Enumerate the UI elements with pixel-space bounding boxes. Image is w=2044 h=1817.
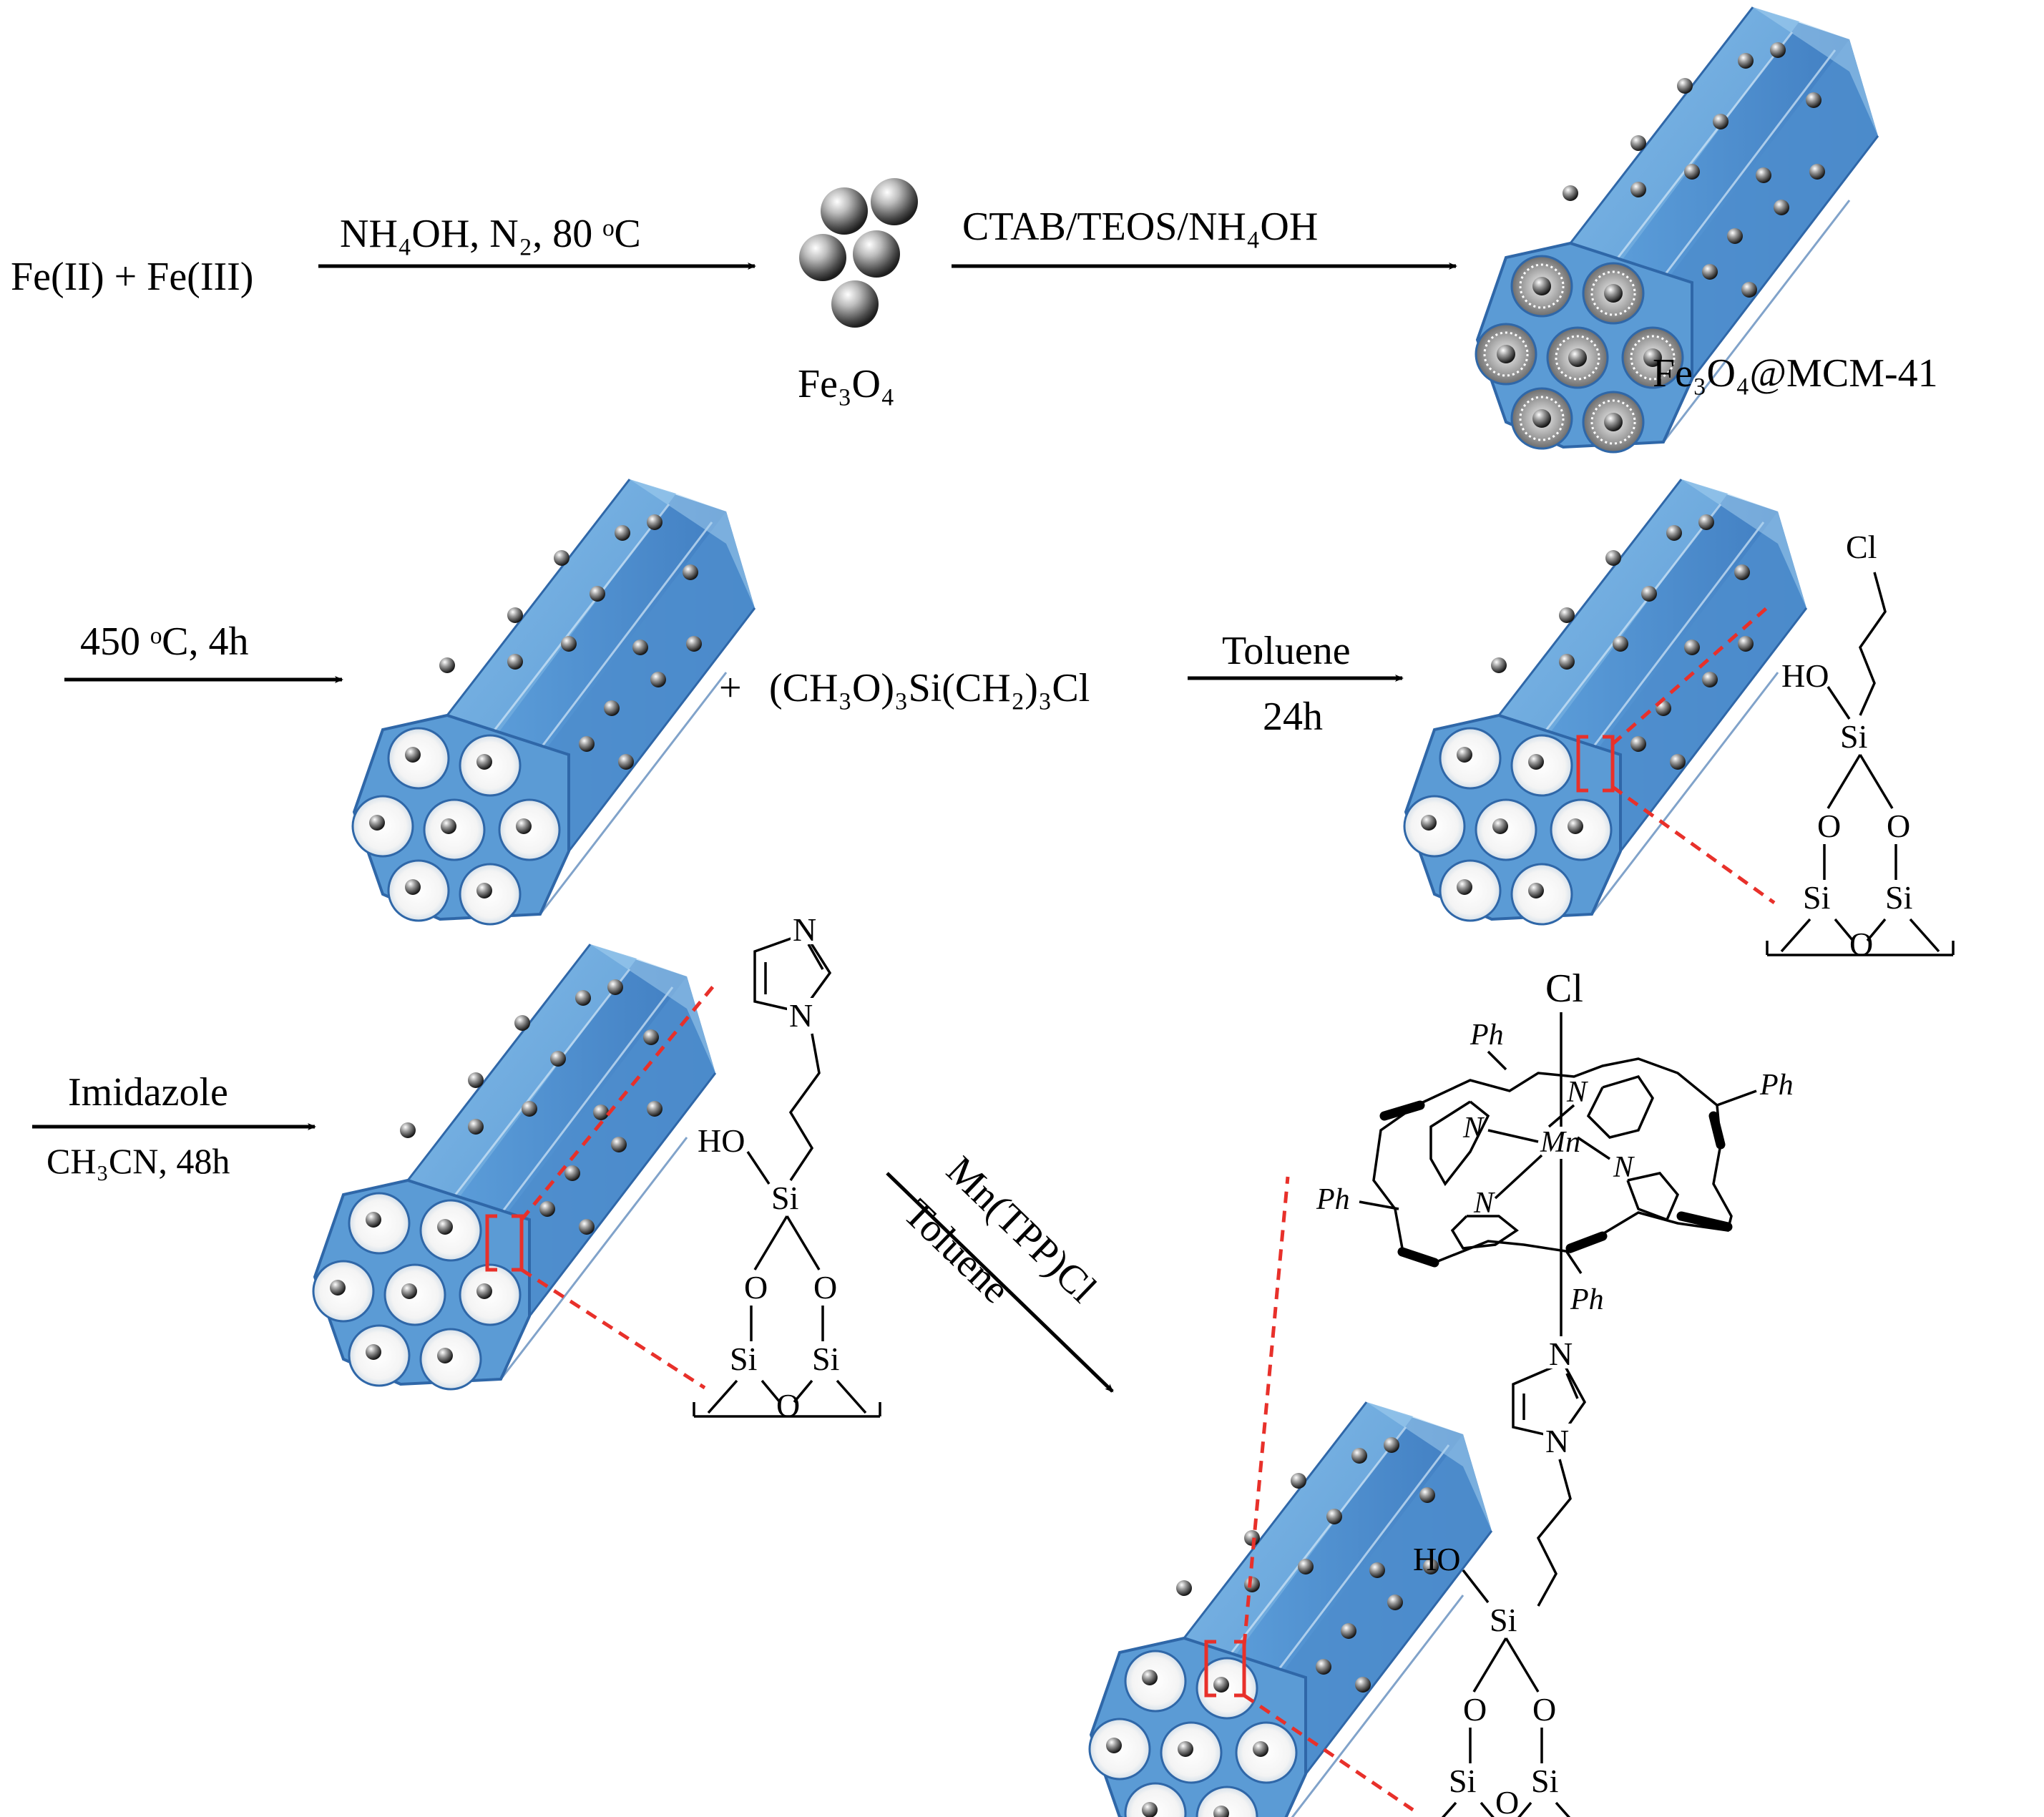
svg-text:O: O — [744, 1269, 768, 1306]
svg-text:Cl: Cl — [1846, 529, 1877, 565]
imidazole-mcm41-rod-icon — [312, 943, 717, 1391]
svg-text:Si: Si — [812, 1341, 839, 1377]
svg-text:O: O — [1817, 808, 1841, 844]
zoom-line-lower — [1243, 1693, 1414, 1812]
svg-text:Si: Si — [1803, 879, 1830, 916]
mn-porphyrin-mcm41-rod-icon — [1088, 1401, 1493, 1817]
svg-text:Si: Si — [771, 1180, 798, 1216]
svg-text:N: N — [1566, 1076, 1588, 1109]
svg-text:Si: Si — [730, 1341, 757, 1377]
svg-text:O: O — [1532, 1691, 1556, 1728]
chloropropyl-mcm41-rod-icon — [1403, 478, 1808, 926]
zoom-line-upper — [520, 982, 717, 1221]
mn-tpp-porphyrin-structure: Cl Mn N N N N Ph Ph Ph Ph — [1316, 966, 1794, 1817]
svg-text:HO: HO — [698, 1122, 745, 1159]
grafting-time: 24h — [1263, 695, 1323, 739]
magnetite-nanoparticles-icon — [799, 178, 918, 328]
svg-text:N: N — [789, 997, 813, 1034]
calcined-mcm41-rod-icon — [351, 478, 756, 926]
svg-text:Cl: Cl — [1545, 966, 1583, 1011]
zoom-bracket — [485, 1214, 524, 1272]
zoom-bracket — [1204, 1640, 1246, 1698]
svg-text:HO: HO — [1413, 1541, 1460, 1577]
svg-text:O: O — [813, 1269, 837, 1306]
svg-text:O: O — [1849, 926, 1873, 962]
reactant-fe-salts: Fe(II) + Fe(III) — [11, 255, 253, 299]
imidazolylpropyl-silica-structure: N N HO Si O O Si Si O — [693, 911, 881, 1424]
svg-text:Ph: Ph — [1470, 1019, 1504, 1052]
magnetite-label: Fe₃O₄ — [798, 362, 895, 406]
svg-text:Si: Si — [1449, 1763, 1476, 1799]
svg-text:Si: Si — [1490, 1602, 1517, 1638]
svg-text:N: N — [1549, 1336, 1573, 1372]
fe3o4-mcm41-label: Fe₃O₄@MCM-41 — [1653, 351, 1938, 396]
svg-text:O: O — [1495, 1784, 1519, 1817]
svg-text:Si: Si — [1840, 718, 1867, 755]
zoom-line-upper — [1611, 603, 1772, 745]
imidazole-conditions: CH₃CN, 48h — [47, 1141, 230, 1181]
svg-text:O: O — [1463, 1691, 1487, 1728]
svg-text:Si: Si — [1885, 879, 1912, 916]
chloropropyl-silane-reagent: (CH₃O)₃Si(CH₂)₃Cl — [769, 666, 1090, 710]
plus-sign: + — [719, 666, 742, 710]
calcination-conditions: 450 ᵒC, 4h — [80, 619, 248, 664]
svg-text:N: N — [793, 911, 816, 948]
svg-text:Ph: Ph — [1759, 1069, 1794, 1102]
svg-text:Si: Si — [1531, 1763, 1558, 1799]
zoom-line-lower — [1611, 785, 1776, 905]
svg-text:Mn: Mn — [1540, 1126, 1580, 1159]
svg-text:Ph: Ph — [1316, 1183, 1350, 1216]
reaction-arrow-porphyrin-coordination — [886, 1172, 1114, 1393]
grafting-solvent: Toluene — [1222, 629, 1351, 673]
svg-text:HO: HO — [1781, 657, 1829, 694]
zoom-line-upper — [1242, 1176, 1290, 1646]
svg-text:N: N — [1473, 1187, 1495, 1220]
svg-text:Ph: Ph — [1570, 1283, 1604, 1316]
zoom-bracket — [1576, 735, 1615, 793]
zoom-line-lower — [520, 1268, 706, 1390]
svg-text:N: N — [1545, 1423, 1569, 1459]
chloropropyl-silica-structure: Cl HO Si O O Si Si O — [1766, 529, 1955, 962]
imidazole-reagent: Imidazole — [68, 1070, 228, 1115]
silica-coating-conditions: CTAB/TEOS/NH₄OH — [962, 205, 1318, 249]
coprecipitation-conditions: NH₄OH, N₂, 80 ᵒC — [340, 212, 641, 256]
svg-text:O: O — [776, 1387, 800, 1424]
svg-text:O: O — [1887, 808, 1910, 844]
